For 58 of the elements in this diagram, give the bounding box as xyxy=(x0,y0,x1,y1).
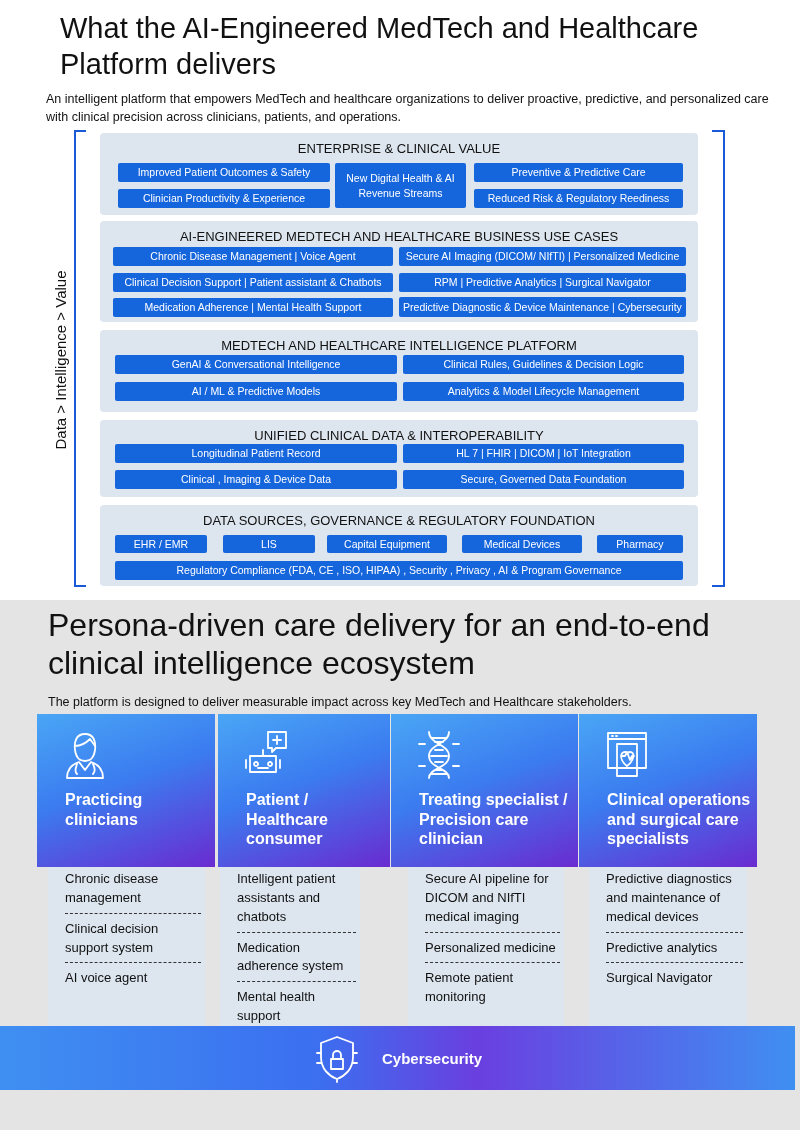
list-item: Surgical Navigator xyxy=(606,969,714,988)
persona-title: Treating specialist / Precision care clinician xyxy=(419,790,569,849)
capability-tag: Clinical Decision Support | Patient assistant & Chatbots xyxy=(113,273,393,292)
capability-tag: Clinical Rules, Guidelines & Decision Logic xyxy=(403,355,684,374)
capability-tag: Capital Equipment xyxy=(327,535,447,553)
layer-panel xyxy=(100,133,698,215)
list-item: Chronic disease management xyxy=(65,869,201,914)
capability-tag: Medical Devices xyxy=(462,535,582,553)
layer-heading: AI-ENGINEERED MEDTECH AND HEALTHCARE BUSINESS USE CASES xyxy=(178,229,620,244)
list-item: Personalized medicine xyxy=(425,937,560,964)
capability-tag: HL 7 | FHIR | DICOM | IoT Integration xyxy=(403,444,684,463)
capability-tag: RPM | Predictive Analytics | Surgical Navigator xyxy=(399,273,686,292)
capability-tag: Secure, Governed Data Foundation xyxy=(403,470,684,489)
persona-title: Practicing clinicians xyxy=(65,790,144,830)
capability-tag: GenAI & Conversational Intelligence xyxy=(115,355,397,374)
list-item: Remote patient monitoring xyxy=(425,969,515,1007)
capability-tag: Chronic Disease Management | Voice Agent xyxy=(113,247,393,266)
capability-tag: AI / ML & Predictive Models xyxy=(115,382,397,401)
layer-heading: DATA SOURCES, GOVERNANCE & REGULATORY FOUNDATION xyxy=(202,513,596,528)
capability-tag: Clinician Productivity & Experience xyxy=(118,189,330,208)
persona-title: Patient / Healthcare consumer xyxy=(246,790,329,849)
list-item: Medication adherence system xyxy=(237,937,356,983)
subtitle: An intelligent platform that empowers MedTech and healthcare organizations to deliver proactive, predictive, and personalized care with clinical precision across clinicians, patients, and operations. xyxy=(46,91,770,126)
axis-label: Data > Intelligence > Value xyxy=(51,270,69,450)
layer-heading: MEDTECH AND HEALTHCARE INTELLIGENCE PLATFORM xyxy=(220,338,578,353)
persona-title: Clinical operations and surgical care specialists xyxy=(607,790,751,849)
list-item: Clinical decision support system xyxy=(65,918,201,964)
capability-tag: Analytics & Model Lifecycle Management xyxy=(403,382,684,401)
banner-text: Cybersecurity xyxy=(382,1050,483,1067)
subtitle: The platform is designed to deliver measurable impact across key MedTech and Healthcare stakeholders. xyxy=(48,694,633,711)
list-item: Intelligent patient assistants and chatbots xyxy=(237,869,356,933)
list-item: AI voice agent xyxy=(65,969,149,988)
capability-tag: Longitudinal Patient Record xyxy=(115,444,397,463)
capability-tag: Preventive & Predictive Care xyxy=(474,163,683,182)
capability-tag: EHR / EMR xyxy=(115,535,207,553)
capability-tag: Predictive Diagnostic & Device Maintenance | Cybersecurity xyxy=(399,297,686,317)
banner-bar xyxy=(0,1026,795,1090)
list-item: Predictive analytics xyxy=(606,937,743,964)
section-heading: Persona-driven care delivery for an end-to-end clinical intelligence ecosystem xyxy=(48,607,711,683)
list-item: Secure AI pipeline for DICOM and NIfTI medical imaging xyxy=(425,869,560,933)
page-title: What the AI-Engineered MedTech and Healthcare Platform delivers xyxy=(60,11,700,83)
layer-heading: ENTERPRISE & CLINICAL VALUE xyxy=(296,141,502,156)
layer-panel xyxy=(100,505,698,586)
capability-tag: Medication Adherence | Mental Health Support xyxy=(113,298,393,317)
capability-tag: Secure AI Imaging (DICOM/ NIfTI) | Personalized Medicine xyxy=(399,247,686,266)
capability-tag: Reduced Risk & Regulatory Reediness xyxy=(474,189,683,208)
layer-heading: UNIFIED CLINICAL DATA & INTEROPERABILITY xyxy=(253,428,545,443)
list-item: Predictive diagnostics and maintenance of medical devices xyxy=(606,869,743,933)
capability-tag: Pharmacy xyxy=(597,535,683,553)
capability-tag: New Digital Health & AI Revenue Streams xyxy=(335,163,466,208)
capability-tag: Improved Patient Outcomes & Safety xyxy=(118,163,330,182)
layer-panel xyxy=(100,330,698,412)
layer-panel xyxy=(100,221,698,322)
capability-tag: Regulatory Compliance (FDA, CE , ISO, HIPAA) , Security , Privacy , AI & Program Governance xyxy=(115,561,683,580)
list-item: Mental health support xyxy=(237,988,317,1026)
capability-tag: LIS xyxy=(223,535,315,553)
layer-panel xyxy=(100,420,698,497)
capability-tag: Clinical , Imaging & Device Data xyxy=(115,470,397,489)
